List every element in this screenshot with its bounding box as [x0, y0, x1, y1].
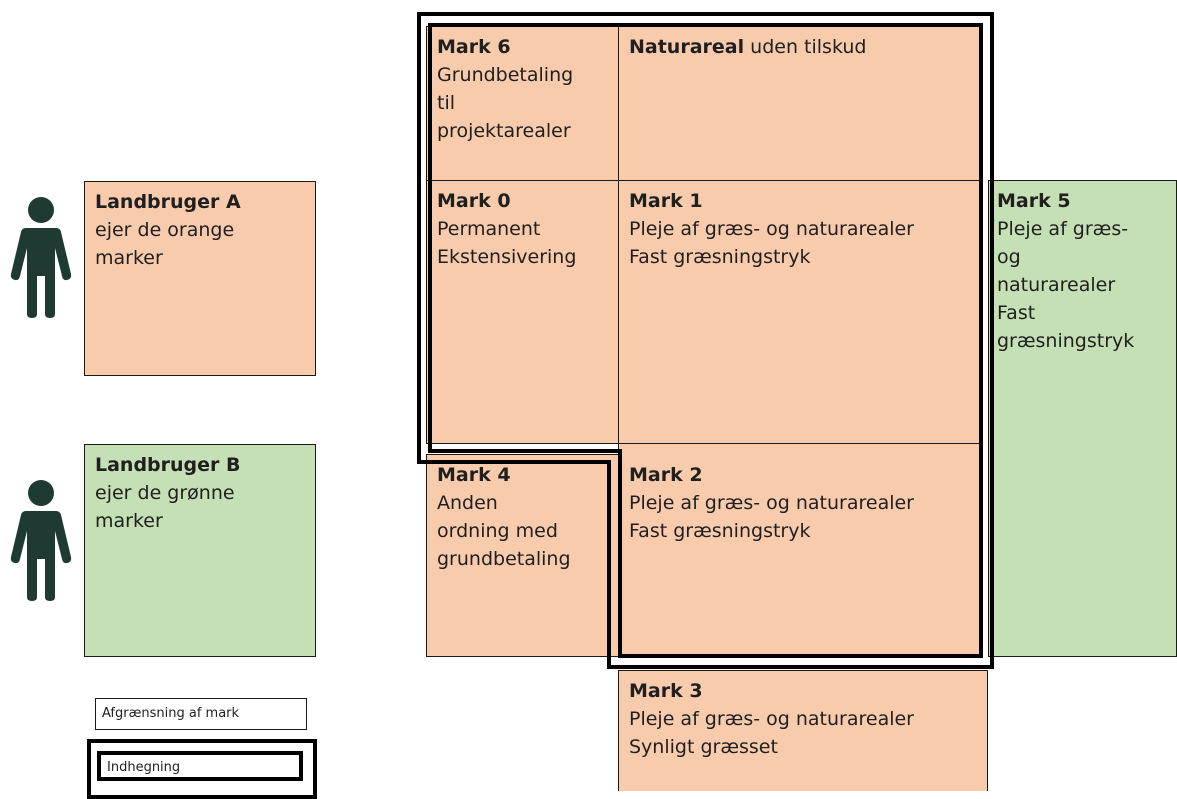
- mark-2-line: Fast græsningstryk: [629, 520, 811, 542]
- field-mark-4: Mark 4 Anden ordning med grundbetaling: [426, 454, 619, 657]
- mark-0-title: Mark 0: [437, 190, 511, 212]
- legend-field-boundary-label: Afgrænsning af mark: [102, 706, 240, 721]
- legend-enclosure-inner: Indhegning: [97, 751, 303, 781]
- mark-5-line: og: [997, 246, 1021, 268]
- field-mark-5: Mark 5 Pleje af græs- og naturarealer Fa…: [988, 180, 1177, 657]
- mark-2-line: Pleje af græs- og naturarealer: [629, 492, 914, 514]
- field-naturareal: Naturareal uden tilskud: [618, 26, 982, 181]
- mark-6-line: Grundbetaling: [437, 64, 574, 86]
- field-mark-0: Mark 0 Permanent Ekstensivering: [426, 180, 619, 444]
- legend-enclosure-label: Indhegning: [107, 760, 181, 775]
- farmer-a-card: Landbruger A ejer de orange marker: [84, 181, 316, 376]
- mark-3-line: Synligt græsset: [629, 736, 778, 758]
- mark-5-title: Mark 5: [997, 190, 1071, 212]
- mark-1-line: Pleje af græs- og naturarealer: [629, 218, 914, 240]
- mark-6-title: Mark 6: [437, 36, 511, 58]
- mark-4-line: grundbetaling: [437, 548, 571, 570]
- farmer-b-card: Landbruger B ejer de grønne marker: [84, 444, 316, 657]
- field-mark-3: Mark 3 Pleje af græs- og naturarealer Sy…: [618, 670, 988, 791]
- field-mark-2: Mark 2 Pleje af græs- og naturarealer Fa…: [618, 443, 982, 658]
- mark-3-line: Pleje af græs- og naturarealer: [629, 708, 914, 730]
- mark-4-line: Anden: [437, 492, 498, 514]
- mark-3-title: Mark 3: [629, 680, 703, 702]
- farmer-a-person-icon: [10, 197, 72, 318]
- farmer-b-person-icon: [10, 480, 72, 601]
- field-mark-1: Mark 1 Pleje af græs- og naturarealer Fa…: [618, 180, 982, 444]
- mark-5-line: Pleje af græs-: [997, 218, 1129, 240]
- mark-1-line: Fast græsningstryk: [629, 246, 811, 268]
- mark-6-line: projektarealer: [437, 120, 571, 142]
- farmer-b-description: ejer de grønne marker: [95, 482, 235, 532]
- mark-1-title: Mark 1: [629, 190, 703, 212]
- farmer-a-description: ejer de orange marker: [95, 219, 235, 269]
- farmer-a-name: Landbruger A: [95, 191, 241, 213]
- mark-5-line: Fast: [997, 302, 1036, 324]
- naturareal-text: uden tilskud: [744, 36, 867, 58]
- mark-4-line: ordning med: [437, 520, 558, 542]
- mark-2-title: Mark 2: [629, 464, 703, 486]
- field-mark-6: Mark 6 Grundbetaling til projektarealer: [426, 26, 619, 181]
- naturareal-title: Naturareal: [629, 36, 745, 58]
- farmer-b-name: Landbruger B: [95, 454, 241, 476]
- mark-0-line: Permanent: [437, 218, 541, 240]
- legend-field-boundary: Afgrænsning af mark: [95, 698, 307, 730]
- mark-5-line: naturarealer: [997, 274, 1116, 296]
- mark-6-line: til: [437, 92, 456, 114]
- mark-4-title: Mark 4: [437, 464, 511, 486]
- mark-5-line: græsningstryk: [997, 330, 1135, 352]
- mark-0-line: Ekstensivering: [437, 246, 577, 268]
